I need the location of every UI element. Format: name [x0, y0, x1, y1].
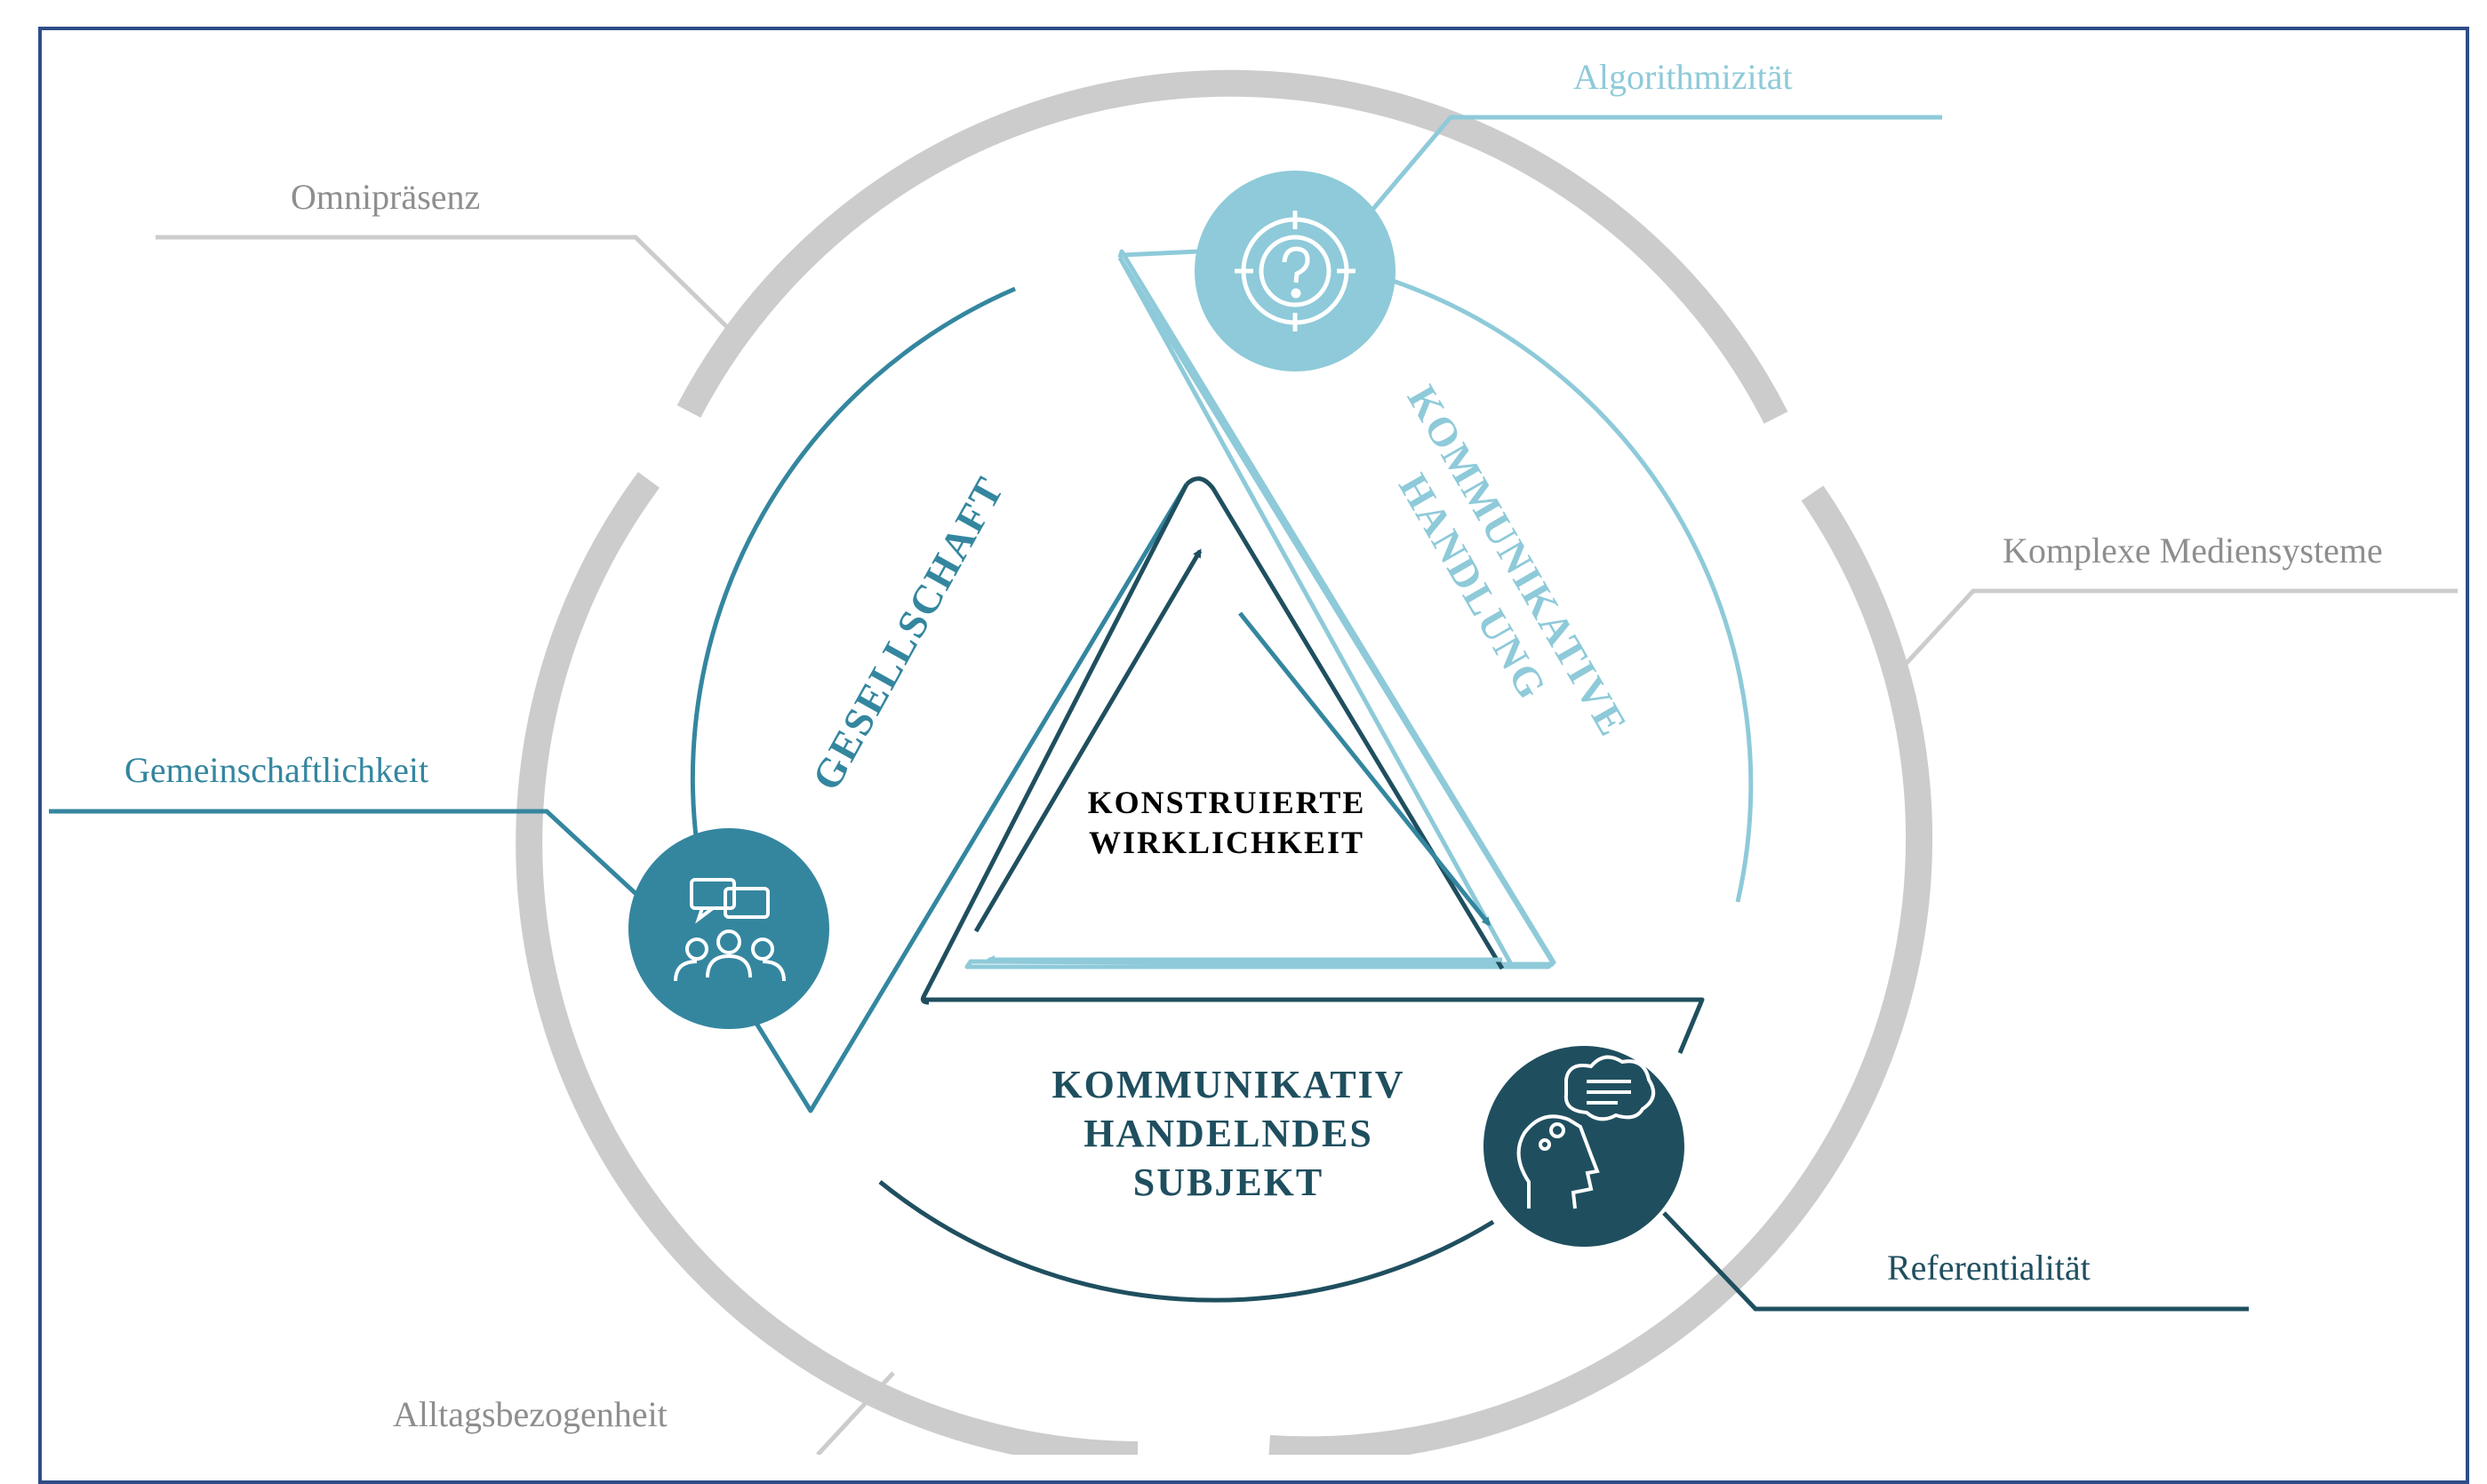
segment-subjekt-line1: KOMMUNIKATIV — [1052, 1063, 1404, 1106]
center-line2: WIRKLICHKEIT — [1089, 825, 1364, 860]
arc-gesellschaft — [690, 286, 1016, 845]
segment-subjekt-line2: HANDELNDES — [1084, 1112, 1373, 1155]
ring-segment-top — [676, 69, 1788, 424]
arc-subjekt — [878, 1180, 1495, 1303]
leader-omnipraesenz — [156, 235, 731, 331]
arc-kommunikative-handlung — [1392, 278, 1754, 903]
inner-arcs — [690, 278, 1754, 1303]
segment-subjekt-line3: SUBJEKT — [1133, 1161, 1324, 1204]
grey-leader-lines — [156, 235, 2458, 1455]
arrows — [973, 548, 1502, 964]
arrow-down-right — [1238, 611, 1491, 927]
group-chat-icon — [674, 878, 786, 982]
label-alltagsbezogenheit: Alltagsbezogenheit — [393, 1394, 668, 1434]
leader-gemeinschaftlichkeit — [49, 809, 642, 899]
target-question-icon — [1235, 211, 1355, 331]
label-referentialitaet: Referentialität — [1887, 1248, 2091, 1288]
label-algorithmizitaet: Algorithmizität — [1573, 57, 1793, 97]
node-algorithmizitaet — [1195, 171, 1395, 371]
colored-leader-lines — [49, 115, 2249, 1312]
node-referentialitaet — [1483, 1046, 1684, 1247]
band-dark — [924, 476, 1705, 1054]
triangle-bands — [753, 249, 1705, 1113]
band-dark-left — [920, 483, 1189, 1005]
arrow-up — [973, 548, 1203, 933]
band-light-outer — [1117, 249, 1556, 967]
band-mid — [753, 483, 1189, 1113]
ring-segment-right — [1268, 485, 1933, 1455]
ring-segment-left — [516, 472, 1139, 1455]
label-gemeinschaftlichkeit: Gemeinschaftlichkeit — [124, 750, 428, 790]
label-omnipraesenz: Omnipräsenz — [291, 177, 480, 217]
leader-referentialitaet — [1662, 1211, 2249, 1312]
segment-gesellschaft: GESELLSCHAFT — [803, 469, 1012, 798]
leader-komplexe — [1896, 588, 2458, 674]
head-thought-icon — [1516, 1055, 1656, 1209]
outer-ring — [516, 69, 1933, 1455]
leader-algorithmizitaet — [1371, 115, 1942, 211]
label-komplexe-mediensysteme: Komplexe Mediensysteme — [2003, 531, 2383, 570]
leader-alltag — [816, 1371, 895, 1455]
center-line1: KONSTRUIERTE — [1088, 785, 1366, 820]
node-gemeinschaftlichkeit — [628, 828, 829, 1029]
